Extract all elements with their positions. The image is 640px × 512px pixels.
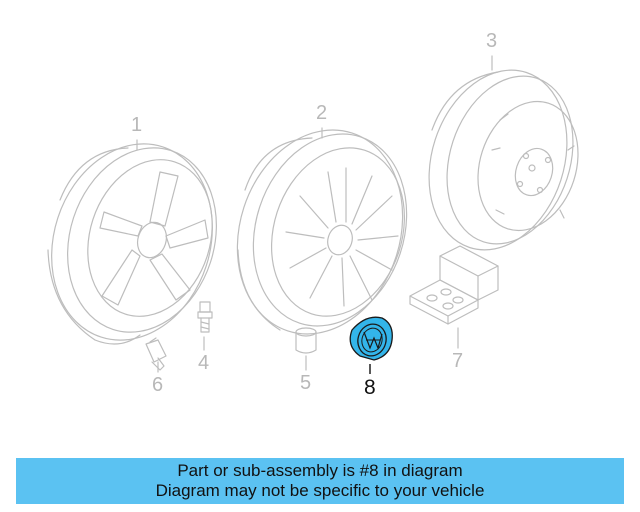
- info-banner: Part or sub-assembly is #8 in diagram Di…: [16, 458, 624, 504]
- parts-diagram: [27, 52, 594, 374]
- part-8-center-cap[interactable]: [349, 316, 393, 361]
- part-3-steel-wheel[interactable]: [407, 52, 594, 268]
- callout-2[interactable]: 2: [316, 102, 328, 124]
- part-5-cap[interactable]: [295, 327, 317, 354]
- part-1-alloy-wheel[interactable]: [27, 123, 240, 361]
- callout-3[interactable]: 3: [486, 30, 498, 52]
- callout-6[interactable]: 6: [152, 374, 164, 396]
- callout-4[interactable]: 4: [198, 352, 210, 374]
- callout-1[interactable]: 1: [131, 114, 143, 136]
- banner-line-2: Diagram may not be specific to your vehi…: [155, 481, 485, 500]
- part-7-lock-kit[interactable]: [409, 245, 499, 325]
- part-6-valve-stem[interactable]: [145, 337, 167, 371]
- callout-8[interactable]: 8: [364, 376, 376, 399]
- callout-5[interactable]: 5: [300, 372, 312, 394]
- callout-7[interactable]: 7: [452, 350, 464, 372]
- part-2-alloy-wheel[interactable]: [212, 108, 431, 355]
- part-4-wheel-bolt[interactable]: [197, 301, 213, 333]
- banner-line-1: Part or sub-assembly is #8 in diagram: [177, 461, 463, 480]
